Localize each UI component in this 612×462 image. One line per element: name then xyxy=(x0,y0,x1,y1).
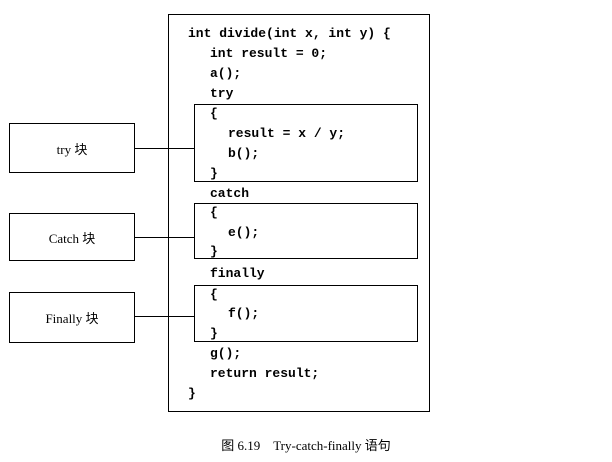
finally-block-label: Finally 块 xyxy=(9,292,135,343)
try-block-label: try 块 xyxy=(9,123,135,173)
code-frame xyxy=(168,14,430,412)
code-line-call-f: f(); xyxy=(228,306,260,321)
catch-block-label-text: Catch 块 xyxy=(48,230,96,246)
catch-block-box xyxy=(194,203,418,259)
code-line-finally-open-brace: { xyxy=(210,287,218,302)
code-line-try-open-brace: { xyxy=(210,106,218,121)
figure-caption: 图 6.19 Try-catch-finally 语句 xyxy=(221,438,391,453)
code-line-try-keyword: try xyxy=(210,86,234,101)
catch-connector-line xyxy=(135,237,194,238)
code-line-call-g: g(); xyxy=(210,346,242,361)
code-line-catch-open-brace: { xyxy=(210,205,218,220)
code-line-return-result: return result; xyxy=(210,366,320,381)
code-line-catch-close-brace: } xyxy=(210,244,218,259)
code-line-catch-keyword: catch xyxy=(210,186,250,201)
code-line-result-declaration: int result = 0; xyxy=(210,46,328,61)
try-block-label-text: try 块 xyxy=(56,141,88,157)
code-line-finally-close-brace: } xyxy=(210,326,218,341)
finally-block-box xyxy=(194,285,418,342)
code-line-call-b: b(); xyxy=(228,146,260,161)
code-line-try-close-brace: } xyxy=(210,166,218,181)
code-line-finally-keyword: finally xyxy=(210,266,265,281)
finally-connector-line xyxy=(135,316,194,317)
catch-block-label: Catch 块 xyxy=(9,213,135,261)
code-line-function-signature: int divide(int x, int y) { xyxy=(188,26,391,41)
finally-block-label-text: Finally 块 xyxy=(45,311,99,326)
code-line-call-a: a(); xyxy=(210,66,242,81)
code-line-function-close-brace: } xyxy=(188,386,196,401)
try-connector-line xyxy=(135,148,194,149)
code-line-division: result = x / y; xyxy=(228,126,346,141)
code-line-call-e: e(); xyxy=(228,225,260,240)
try-block-box xyxy=(194,104,418,182)
